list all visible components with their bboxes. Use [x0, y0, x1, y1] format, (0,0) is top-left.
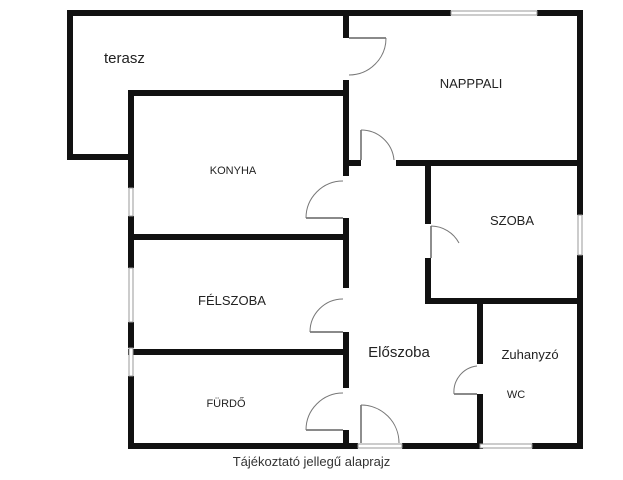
windows — [128, 10, 583, 449]
door-living-arc — [360, 129, 395, 161]
window-nappali-top — [450, 10, 538, 16]
label-terasz: terasz — [104, 50, 145, 67]
wall-bottom-c — [532, 443, 583, 449]
wall-top-right-b — [537, 10, 583, 16]
wall-living-bottom-b — [396, 160, 583, 166]
wall-halfroom-bottom — [128, 349, 349, 355]
wall-szoba-bottom — [425, 298, 583, 304]
room-labels: terasz NAPPPALI KONYHA SZOBA FÉLSZOBA El… — [104, 50, 559, 410]
label-wc: WC — [507, 389, 525, 401]
door-kitchen-arc — [305, 180, 344, 219]
walls — [67, 10, 583, 449]
door-shower-arc — [453, 365, 478, 395]
wall-left-2 — [128, 216, 134, 268]
wall-center-3 — [343, 218, 349, 288]
wall-kitchen-top — [128, 90, 349, 96]
wall-szoba-left-b — [425, 258, 431, 304]
door-bath-arc — [305, 392, 344, 431]
wall-left-3 — [128, 322, 134, 348]
wall-left-4 — [128, 376, 134, 449]
wall-terrace-top — [67, 10, 349, 16]
wall-right-upper — [577, 10, 583, 215]
wall-terrace-bottom — [67, 154, 133, 160]
wall-kitchen-bottom — [128, 234, 349, 240]
label-eloszoba: Előszoba — [368, 344, 430, 361]
wall-bottom-a — [128, 443, 358, 449]
label-felszoba: FÉLSZOBA — [198, 293, 266, 308]
door-entrance-arc — [360, 404, 400, 444]
label-zuhanyzo: Zuhanyzó — [501, 347, 558, 362]
window-bath-left — [128, 347, 134, 377]
wall-bottom-b — [402, 443, 480, 449]
wall-living-bottom-a — [343, 160, 361, 166]
doors — [305, 37, 478, 444]
door-halfroom-arc — [309, 298, 344, 333]
wall-terrace-left — [67, 10, 73, 160]
door-terrace-arc — [348, 37, 387, 76]
wall-shower-left-b — [477, 394, 483, 449]
wall-center-5 — [343, 430, 349, 449]
wall-center-4 — [343, 332, 349, 388]
window-halfroom-left — [128, 267, 134, 323]
window-bottom-shower — [479, 443, 533, 449]
label-szoba: SZOBA — [490, 213, 534, 228]
label-konyha: KONYHA — [210, 165, 257, 177]
wall-szoba-left-a — [425, 160, 431, 224]
wall-center-1 — [343, 10, 349, 38]
label-furdo: FÜRDŐ — [206, 396, 246, 410]
wall-center-2 — [343, 80, 349, 176]
wall-top-right-a — [343, 10, 451, 16]
wall-left-1 — [128, 90, 134, 188]
window-szoba-right — [577, 214, 583, 256]
window-bottom-hall — [357, 443, 403, 449]
window-kitchen-left — [128, 187, 134, 217]
door-szoba-arc — [430, 225, 460, 244]
plan-caption: Tájékoztató jellegű alaprajz — [232, 454, 391, 469]
wall-shower-left-a — [477, 298, 483, 364]
label-nappali: NAPPPALI — [440, 76, 503, 91]
wall-right-lower — [577, 255, 583, 449]
